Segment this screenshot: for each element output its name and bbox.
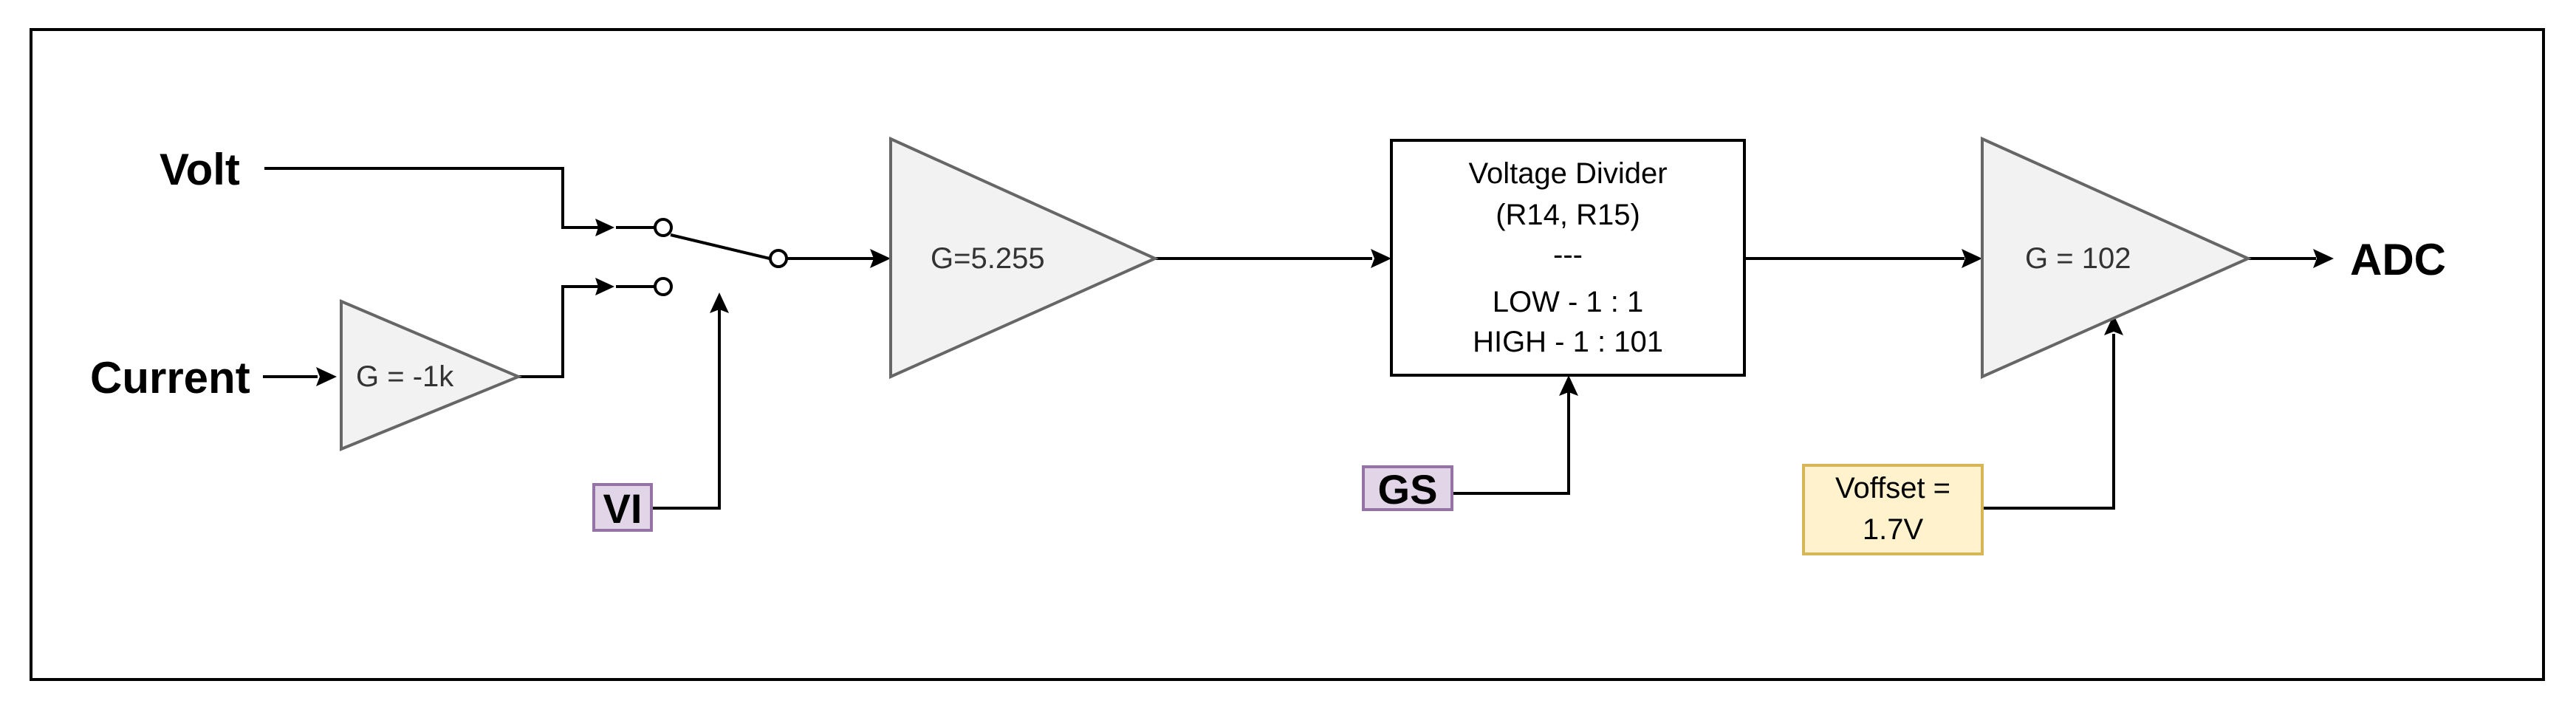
switch-blade [670,233,770,260]
arrowhead-vi [710,292,729,313]
switch-common [769,249,788,268]
main-amplifier: G=5.255 [889,136,1159,380]
voffset-label-line2: 1.7V [1863,513,1924,546]
wire-gs [1452,390,1570,495]
switch-contact-volt [654,218,673,237]
main-amp-gain: G=5.255 [931,242,1045,275]
divider-resistors: (R14, R15) [1496,199,1640,231]
current-amplifier: G = -1k [340,298,523,451]
gs-control-signal: GS [1362,465,1453,513]
arrowhead-divider-in [1371,249,1391,268]
wire-vi [651,309,721,510]
divider-separator: --- [1553,239,1583,271]
output-amplifier: G = 102 [1981,136,2252,380]
input-current-label: Current [90,353,250,403]
wire-voffset [1982,334,2115,510]
voffset-label-line1: Voffset = [1835,472,1950,504]
arrowhead-switch-out [870,249,891,268]
arrowhead-current-in [316,367,337,386]
arrowhead-current-b [595,278,614,295]
switch-contact-current [654,277,673,296]
output-adc-label: ADC [2350,235,2446,284]
arrowhead-gs [1559,375,1578,396]
wire-volt [264,167,601,229]
wire-current-amp-out [518,285,601,378]
vi-label: VI [603,485,643,532]
divider-title: Voltage Divider [1468,157,1667,190]
diagram-border [30,28,2545,681]
output-amp-gain: G = 102 [2025,242,2131,275]
voltage-divider-block: Voltage Divider (R14, R15) --- LOW - 1 :… [1390,139,1746,377]
arrowhead-adc [2313,249,2334,268]
gs-label: GS [1378,466,1438,513]
arrowhead-voffset [2104,315,2123,335]
input-volt-label: Volt [160,145,240,194]
arrowhead-volt [595,219,614,236]
vi-control-signal: VI [592,483,653,532]
voffset-control-signal: Voffset = 1.7V [1802,464,1984,555]
current-amp-gain: G = -1k [356,360,454,393]
arrowhead-out-amp-in [1962,249,1982,268]
divider-low-ratio: LOW - 1 : 1 [1493,286,1644,318]
divider-high-ratio: HIGH - 1 : 101 [1473,326,1663,358]
